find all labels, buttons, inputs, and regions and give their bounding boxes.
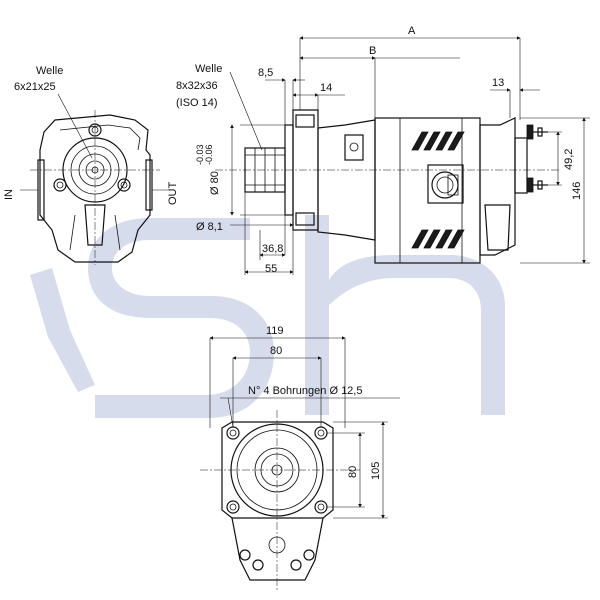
holes-note: N° 4 Bohrungen Ø 12,5 [248,385,362,397]
dim-13: 13 [492,77,504,89]
dim-105: 105 [370,462,382,480]
side-shaft-label-line1: Welle [195,63,222,75]
dim-dia-8-1: Ø 8,1 [196,221,223,233]
pump-side-view [215,109,560,264]
left-shaft-label-line2: 6x21x25 [14,81,56,93]
dim-80-vertical: 80 [347,466,359,478]
port-out-label: OUT [167,182,179,206]
dim-146: 146 [571,182,583,200]
left-shaft-leader [57,93,93,159]
lower-slots [411,229,465,249]
side-shaft-label-line2: 8x32x36 [176,80,218,92]
side-dimensions [229,36,590,275]
dim-119: 119 [266,325,284,337]
dim-36-8: 36,8 [262,243,283,255]
upper-slots [411,131,465,151]
dim-8-5: 8,5 [258,67,273,79]
flange-dimensions [209,336,400,519]
dim-55: 55 [265,263,277,275]
dim-dia-80: Ø 80 [209,171,221,195]
tol-lower: -0.06 [204,144,214,165]
dim-B: B [369,45,376,57]
watermark-logo [30,215,505,418]
pump-end-view [20,110,170,265]
dim-80-horizontal: 80 [270,345,282,357]
tol-upper: -0.03 [195,144,205,165]
side-shaft-label-line3: (ISO 14) [176,97,218,109]
dim-A: A [408,25,416,37]
dim-49-2: 49,2 [563,149,575,170]
port-in-label: IN [3,189,15,200]
left-shaft-label-line1: Welle [36,65,63,77]
dim-14: 14 [320,82,332,94]
pump-flange-view [200,410,360,590]
